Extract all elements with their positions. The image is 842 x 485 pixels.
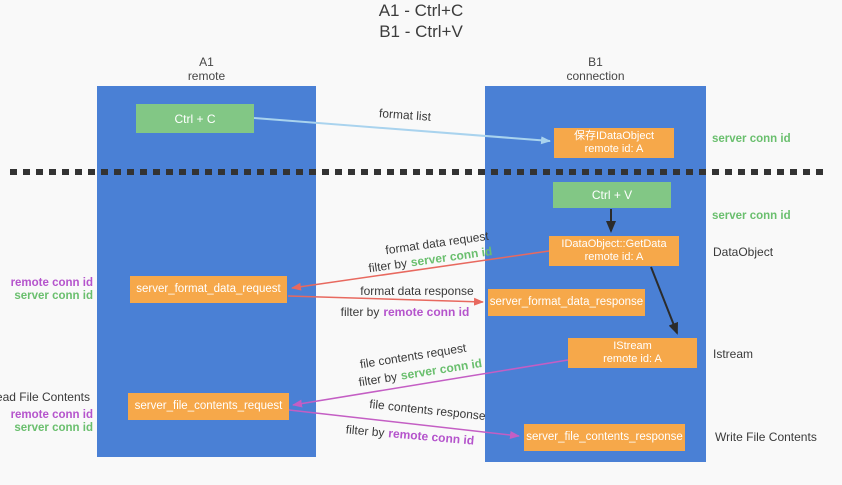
node-save-idataobject: 保存IDataObject remote id: A (554, 128, 674, 158)
filter-by-text: filter by (345, 422, 386, 440)
right-label-istream: Istream (713, 347, 754, 361)
right-column-subtitle: connection (566, 69, 625, 83)
node-idataobject-getdata-line1: IDataObject::GetData (561, 237, 667, 250)
title-line-2: B1 - Ctrl+V (379, 22, 463, 41)
node-server-format-data-response: server_format_data_response (488, 289, 645, 316)
node-server-file-contents-request-label: server_file_contents_request (134, 399, 283, 412)
left-label-read-file-contents: Read File Contents (0, 390, 90, 404)
title-line-1: A1 - Ctrl+C (378, 1, 464, 20)
right-label-write-file-contents: Write File Contents (715, 430, 817, 444)
node-idataobject-getdata-line2: remote id: A (584, 251, 644, 263)
right-label-dataobject: DataObject (713, 245, 774, 259)
edge-label-format-data-response: format data response (360, 284, 474, 298)
left-column-header: A1 remote (97, 55, 316, 83)
node-server-format-data-request: server_format_data_request (130, 276, 287, 303)
node-server-file-contents-response: server_file_contents_response (524, 424, 685, 451)
left-label-remote-conn-id-format: remote conn id (10, 277, 93, 289)
node-server-format-data-response-label: server_format_data_response (489, 295, 644, 308)
node-istream-line1: IStream (613, 339, 652, 352)
filter-by-text: filter by (357, 369, 399, 390)
node-istream: IStream remote id: A (568, 338, 697, 368)
node-ctrl-c: Ctrl + C (136, 104, 254, 133)
edge-label-file-contents-response: file contents response (368, 396, 487, 424)
dashed-divider (10, 169, 828, 175)
left-label-remote-conn-id-file: remote conn id (10, 409, 93, 421)
filter-by-text: filter by (340, 305, 380, 319)
left-label-server-conn-id-format: server conn id (14, 290, 93, 302)
left-label-server-conn-id-file: server conn id (14, 422, 93, 434)
right-label-server-conn-id-mid: server conn id (712, 210, 791, 222)
right-column-title: B1 (588, 55, 603, 69)
right-label-server-conn-id-top: server conn id (712, 133, 791, 145)
node-istream-line2: remote id: A (603, 353, 662, 365)
node-idataobject-getdata: IDataObject::GetData remote id: A (549, 236, 679, 266)
node-save-idataobject-line1: 保存IDataObject (573, 129, 655, 142)
node-server-format-data-request-label: server_format_data_request (136, 282, 281, 295)
left-column-subtitle: remote (187, 69, 226, 83)
node-ctrl-c-label: Ctrl + C (174, 111, 216, 126)
node-server-file-contents-request: server_file_contents_request (128, 393, 289, 420)
remote-conn-id-text: remote conn id (383, 305, 470, 319)
node-save-idataobject-line2: remote id: A (584, 143, 644, 155)
node-server-file-contents-response-label: server_file_contents_response (526, 430, 683, 443)
remote-conn-id-text: remote conn id (387, 426, 475, 448)
right-column-header: B1 connection (485, 55, 706, 83)
edge-label-format-list: format list (378, 106, 432, 124)
diagram-title: A1 - Ctrl+C B1 - Ctrl+V (0, 0, 842, 42)
node-ctrl-v: Ctrl + V (553, 182, 671, 208)
left-column-title: A1 (199, 55, 214, 69)
node-ctrl-v-label: Ctrl + V (591, 188, 633, 202)
